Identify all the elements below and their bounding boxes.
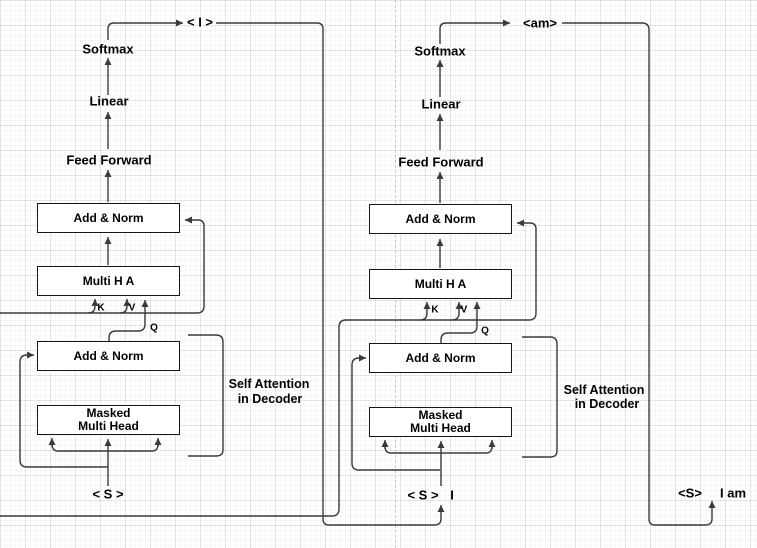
input-context-token-right: I: [450, 487, 454, 503]
v-label-right: V: [460, 304, 468, 316]
feed-forward-label-right: Feed Forward: [398, 154, 484, 170]
k-label-right: K: [431, 304, 439, 316]
softmax-output-connector-right: [439, 19, 510, 44]
softmax-label-right: Softmax: [414, 43, 466, 59]
k-arrow-right: [419, 302, 431, 321]
self-attention-bracket-right: [522, 336, 558, 458]
multi-head-attention-box-right: Multi H A: [369, 269, 512, 299]
multi-head-attention-box-left: Multi H A: [37, 266, 180, 296]
k-arrow-left: [87, 299, 99, 314]
annotation-line1-left: Self Attention: [228, 377, 310, 391]
masked-label-line1-right: Masked: [418, 408, 463, 422]
add-norm-bottom-label-left: Add & Norm: [73, 348, 144, 363]
masked-multi-head-box-left: Masked Multi Head: [37, 405, 180, 435]
input-start-token-right: < S >: [407, 487, 439, 503]
masked-label-line2-right: Multi Head: [410, 421, 471, 435]
q-connector-left: [108, 300, 149, 341]
output-token-right: <am>: [523, 15, 557, 31]
residual-loop-right: [351, 354, 440, 471]
add-norm-top-box-right: Add & Norm: [369, 204, 512, 234]
annotation-line2-right: in Decoder: [574, 397, 640, 411]
annotation-line1-right: Self Attention: [563, 383, 645, 397]
input-start-token-left: < S >: [92, 486, 124, 502]
add-norm-top-box-left: Add & Norm: [37, 203, 180, 233]
masked-label-line2-left: Multi Head: [78, 419, 139, 433]
softmax-label-left: Softmax: [82, 41, 134, 57]
softmax-output-connector-left: [107, 19, 183, 40]
decoder-left-connectors: [0, 19, 445, 526]
add-norm-bottom-box-right: Add & Norm: [369, 343, 512, 373]
feed-forward-label-left: Feed Forward: [66, 152, 152, 168]
output-feedback-connector-left: [216, 22, 445, 526]
output-token-left: < I >: [186, 14, 214, 30]
masked-multi-head-box-right: Masked Multi Head: [369, 407, 512, 437]
add-norm-bottom-box-left: Add & Norm: [37, 341, 180, 371]
encoder-kv-and-residual-connector-left: [0, 216, 205, 314]
multi-head-attention-label-right: Multi H A: [414, 276, 467, 291]
v-arrow-right: [451, 302, 463, 321]
self-attn-loop-right: [384, 445, 493, 454]
annotation-line2-left: in Decoder: [237, 392, 303, 406]
q-connector-right: [440, 302, 481, 343]
v-label-left: V: [128, 302, 136, 314]
masked-label-line1-left: Masked: [86, 406, 131, 420]
multi-head-attention-label-left: Multi H A: [82, 273, 135, 288]
self-attn-loop-left: [51, 443, 159, 452]
q-label-left: Q: [150, 322, 158, 334]
output-feedback-connector-right: [562, 22, 716, 526]
residual-loop-left: [19, 351, 108, 468]
encoder-kv-and-residual-connector-right: [0, 219, 537, 517]
next-step-start-token: <S>: [678, 485, 702, 501]
add-norm-top-label-right: Add & Norm: [405, 211, 476, 226]
decoder-right-connectors: [0, 19, 716, 526]
add-norm-top-label-left: Add & Norm: [73, 210, 144, 225]
linear-label-right: Linear: [421, 96, 461, 112]
v-arrow-left: [119, 299, 131, 314]
linear-label-left: Linear: [89, 93, 129, 109]
next-step-generated-tokens: I am: [719, 485, 747, 501]
add-norm-bottom-label-right: Add & Norm: [405, 350, 476, 365]
q-label-right: Q: [481, 325, 489, 337]
self-attention-bracket-left: [188, 334, 224, 457]
k-label-left: K: [97, 302, 105, 314]
